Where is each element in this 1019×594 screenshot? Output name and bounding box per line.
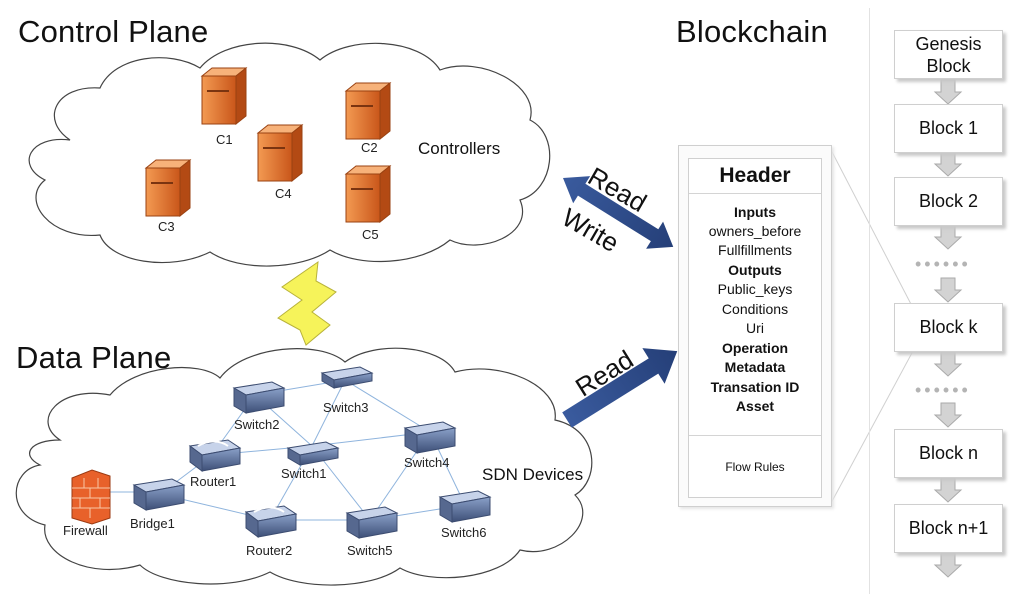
server-label-c2: C2 xyxy=(361,140,378,155)
tx-transaction-id: Transation ID xyxy=(710,379,800,395)
device-label-switch6: Switch6 xyxy=(441,525,487,540)
data-plane-title: Data Plane xyxy=(16,340,172,375)
switch3-icon xyxy=(320,366,374,389)
read-write-arrow xyxy=(563,176,674,249)
chain-ellipsis-bottom: •••••• xyxy=(915,380,971,400)
transaction-header: Header xyxy=(689,159,821,194)
tx-metadata: Metadata xyxy=(724,359,786,375)
server-c5-icon xyxy=(344,164,392,224)
device-label-switch2: Switch2 xyxy=(234,417,280,432)
genesis-block: Genesis Block xyxy=(894,30,1003,79)
tx-conditions: Conditions xyxy=(721,301,789,317)
tx-uri: Uri xyxy=(746,320,764,336)
control-plane-title: Control Plane xyxy=(18,14,209,49)
server-c3-icon xyxy=(144,158,192,218)
tx-owners-before: owners_before xyxy=(708,223,802,239)
blockchain-column xyxy=(869,8,1019,594)
device-label-switch3: Switch3 xyxy=(323,400,369,415)
block-n: Block n xyxy=(894,429,1003,478)
block-1: Block 1 xyxy=(894,104,1003,153)
blockchain-title: Blockchain xyxy=(676,14,828,49)
switch5-icon xyxy=(345,506,399,539)
device-label-router2: Router2 xyxy=(246,543,293,558)
chain-arrows xyxy=(933,79,963,578)
transaction-panel: Header Inputs owners_before Fullfillment… xyxy=(678,145,832,507)
server-label-c3: C3 xyxy=(158,219,175,234)
device-label-switch5: Switch5 xyxy=(347,543,393,558)
controllers-label: Controllers xyxy=(418,139,501,158)
genesis-line1: Genesis xyxy=(915,34,982,54)
firewall-icon xyxy=(71,469,111,525)
device-label-switch1: Switch1 xyxy=(281,466,327,481)
transaction-card: Header Inputs owners_before Fullfillment… xyxy=(688,158,822,498)
data-plane-cloud xyxy=(15,347,593,586)
tx-outputs: Outputs xyxy=(728,262,782,278)
chain-ellipsis-top: •••••• xyxy=(915,254,971,274)
bridge1-icon xyxy=(132,478,186,511)
switch4-icon xyxy=(403,421,457,454)
sdn-devices-label: SDN Devices xyxy=(482,465,584,484)
tx-inputs: Inputs xyxy=(734,204,776,220)
router2-icon xyxy=(244,505,298,538)
server-label-c5: C5 xyxy=(362,227,379,242)
panel-connector-bottom xyxy=(829,350,914,506)
block-n-plus-1: Block n+1 xyxy=(894,504,1003,553)
tx-flow-rules: Flow Rules xyxy=(689,435,821,498)
tx-asset: Asset xyxy=(735,398,775,414)
genesis-line2: Block xyxy=(926,56,971,76)
tx-operation: Operation xyxy=(721,340,789,356)
router1-icon xyxy=(188,439,242,472)
device-label-router1: Router1 xyxy=(190,474,237,489)
read-arrow xyxy=(562,348,678,428)
block-2: Block 2 xyxy=(894,177,1003,226)
lightning-bolt-icon xyxy=(277,260,337,346)
server-c1-icon xyxy=(200,66,248,126)
server-label-c1: C1 xyxy=(216,132,233,147)
switch6-icon xyxy=(438,490,492,523)
tx-fulfillments: Fullfillments xyxy=(718,242,792,258)
switch1-icon xyxy=(286,441,340,466)
server-c4-icon xyxy=(256,123,304,183)
block-k: Block k xyxy=(894,303,1003,352)
device-label-firewall: Firewall xyxy=(63,523,108,538)
server-c2-icon xyxy=(344,81,392,141)
panel-connector-top xyxy=(829,147,914,309)
device-label-bridge1: Bridge1 xyxy=(130,516,175,531)
device-label-switch4: Switch4 xyxy=(404,455,450,470)
switch2-icon xyxy=(232,381,286,414)
server-label-c4: C4 xyxy=(275,186,292,201)
tx-public-keys: Public_keys xyxy=(717,281,793,297)
